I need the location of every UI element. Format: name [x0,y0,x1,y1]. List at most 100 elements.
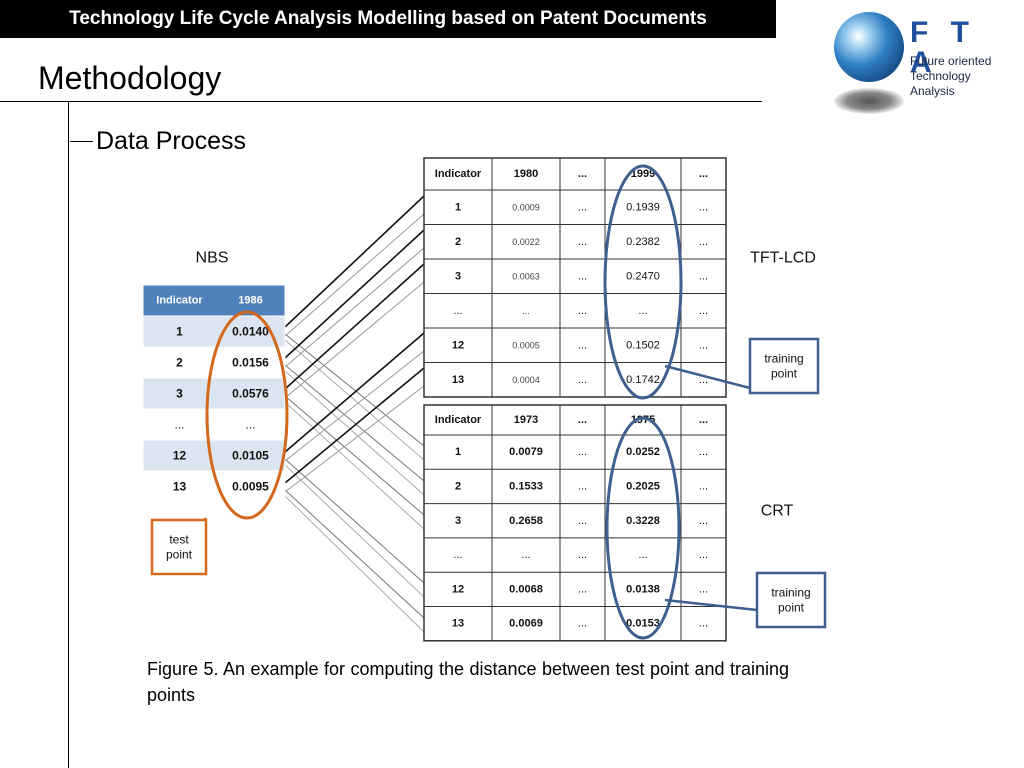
logo-subtitle-line: Analysis [910,84,955,98]
logo-subtitle-line: Technology [910,69,971,83]
crt-cell: ... [453,549,462,561]
connector-line [284,495,425,633]
nbs-cell: 2 [176,356,183,370]
crt-training-note-text: point [778,601,805,615]
tft-cell: 13 [452,374,464,386]
crt-cell: ... [699,549,708,561]
crt-training-ellipse [605,416,681,640]
connector-line [284,458,425,584]
crt-cell: ... [699,480,708,492]
crt-cell: 12 [452,583,464,595]
nbs-cell: 0.0140 [232,325,269,339]
tft-table [423,157,727,398]
tft-cell: 0.0009 [512,202,540,212]
tft-header-cell: Indicator [435,168,482,180]
crt-cell: 0.0079 [509,446,543,458]
figure-caption: Figure 5. An example for computing the d… [147,659,789,705]
connector-line [284,263,425,390]
tft-lcd-label: TFT-LCD [750,250,816,267]
crt-cell: ... [699,515,708,527]
tft-cell: ... [578,236,587,248]
connector-line [284,401,425,530]
header-banner: Technology Life Cycle Analysis Modelling… [0,0,776,38]
tft-cell: 1 [455,201,461,213]
tft-training-pointer [664,364,751,390]
tft-cell: 12 [452,339,464,351]
crt-cell: ... [578,515,587,527]
connector-line [284,464,425,598]
tft-header-cell: 1980 [514,168,538,180]
nbs-label: NBS [196,250,229,267]
crt-cell: 0.2658 [509,515,543,527]
nbs-row [142,377,286,410]
logo-subtitle: Future oriented Technology Analysis [910,54,1020,99]
tft-cell: 0.2470 [626,270,660,282]
tft-cell: 0.1939 [626,201,660,213]
crt-cell: 0.0068 [509,583,543,595]
crt-cell: 0.0069 [509,618,543,630]
crt-cell: 2 [455,480,461,492]
test-point-note-text: test [169,533,189,547]
crt-header-cell: ... [699,414,708,426]
tft-cell: ... [699,374,708,386]
nbs-cell: 3 [176,387,183,401]
tft-cell: ... [578,305,587,317]
tft-cell: 0.1742 [626,374,660,386]
tft-training-note-text: point [771,367,798,381]
crt-cell: 0.0252 [626,446,660,458]
bullet-data-process: Data Process [96,127,247,155]
tft-cell: ... [578,201,587,213]
nbs-cell: ... [245,418,255,432]
logo-title: F T A [910,16,976,79]
nbs-cell: ... [174,418,184,432]
connector-line [284,364,425,482]
tft-cell: 0.1502 [626,339,660,351]
crt-header-cell: 1975 [631,414,655,426]
globe-shadow [834,88,904,114]
tft-header-cell: 1999 [631,168,655,180]
crt-cell: ... [578,618,587,630]
left-rule [68,101,69,768]
crt-cell: 0.0138 [626,583,660,595]
nbs-header-row [142,284,286,317]
tft-cell: ... [578,270,587,282]
crt-training-note-box [755,571,827,629]
bullet-dash [70,141,93,142]
test-point-note-text: point [166,548,193,562]
crt-cell: ... [578,480,587,492]
tft-cell: 0.0005 [512,340,540,350]
connector-line [284,489,425,619]
tft-cell: 3 [455,270,461,282]
connector-line [284,332,425,453]
tft-cell: 0.0022 [512,237,540,247]
crt-table [423,404,727,642]
nbs-row [142,408,286,441]
tft-cell: 0.0004 [512,375,540,385]
connector-line [284,385,425,493]
tft-cell: ... [522,306,530,316]
tft-cell: 0.2382 [626,236,660,248]
tft-cell: 0.0063 [512,271,540,281]
connector-line [284,281,425,399]
connector-line [284,229,425,359]
crt-training-pointer [664,598,758,612]
nbs-cell: 0.0095 [232,480,269,494]
logo-subtitle-line: Future oriented [910,54,992,68]
test-point-note-box [150,518,208,576]
crt-cell: ... [521,549,530,561]
tft-cell: ... [578,374,587,386]
crt-cell: 0.3228 [626,515,660,527]
crt-cell: ... [699,583,708,595]
nbs-header-cell: 1986 [238,295,262,307]
fta-logo: F T A Future oriented Technology Analysi… [828,8,1018,120]
crt-header-cell: ... [578,414,587,426]
tft-header-cell: ... [699,168,708,180]
crt-label: CRT [761,503,794,520]
crt-cell: ... [578,446,587,458]
crt-cell: 0.1533 [509,480,543,492]
tft-training-note-text: training [764,352,803,366]
connector-line [284,247,425,368]
nbs-cell: 1 [176,325,183,339]
connector-line [284,367,425,484]
globe-icon [834,12,904,82]
